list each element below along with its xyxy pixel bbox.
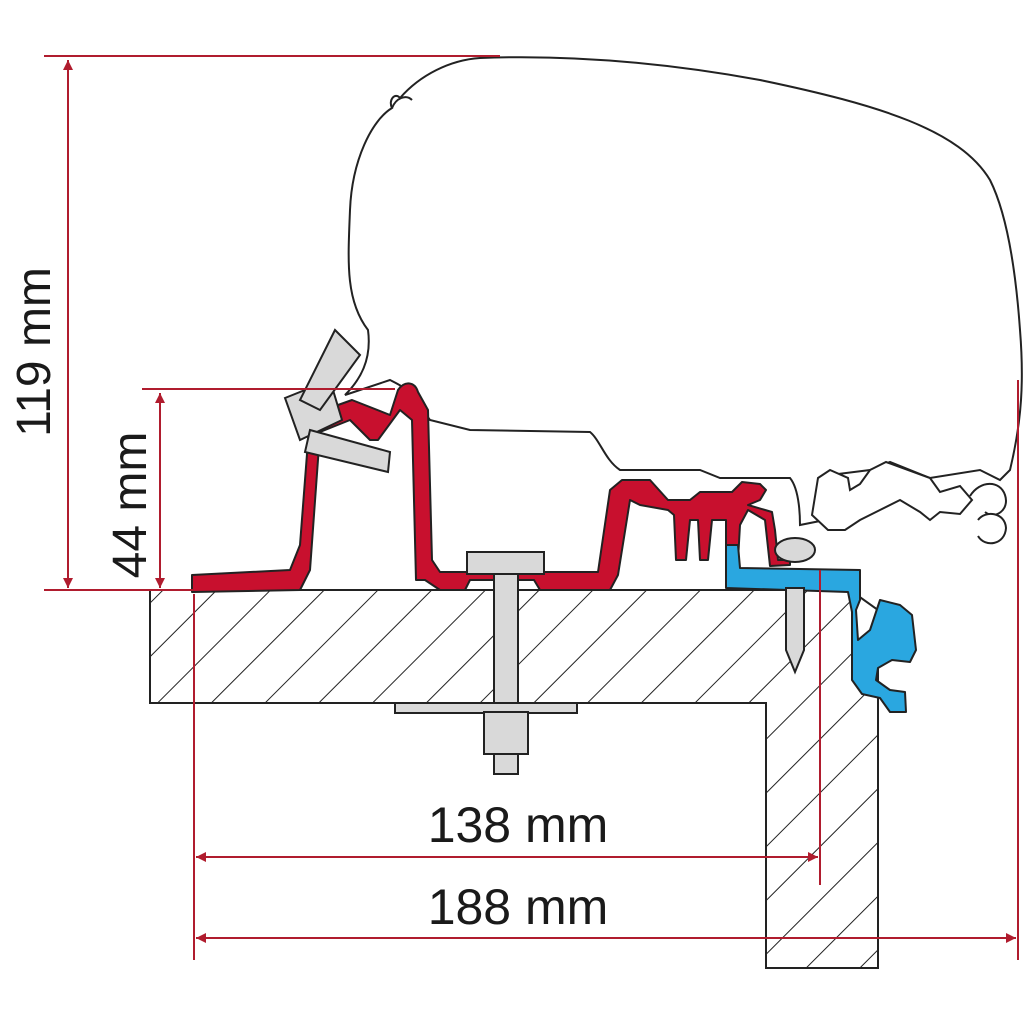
dimension-lines <box>44 55 1019 960</box>
adapter-height-label: 44 mm <box>104 432 157 579</box>
inner-width-label: 138 mm <box>428 797 609 853</box>
total-width-label: 188 mm <box>428 879 609 935</box>
wall-screw <box>774 537 816 675</box>
bolt-assembly <box>394 551 578 775</box>
awning-cassette <box>344 56 1023 527</box>
total-height-label: 119 mm <box>8 267 61 437</box>
wall-profile <box>725 544 917 713</box>
end-cap-profile <box>810 460 1008 545</box>
